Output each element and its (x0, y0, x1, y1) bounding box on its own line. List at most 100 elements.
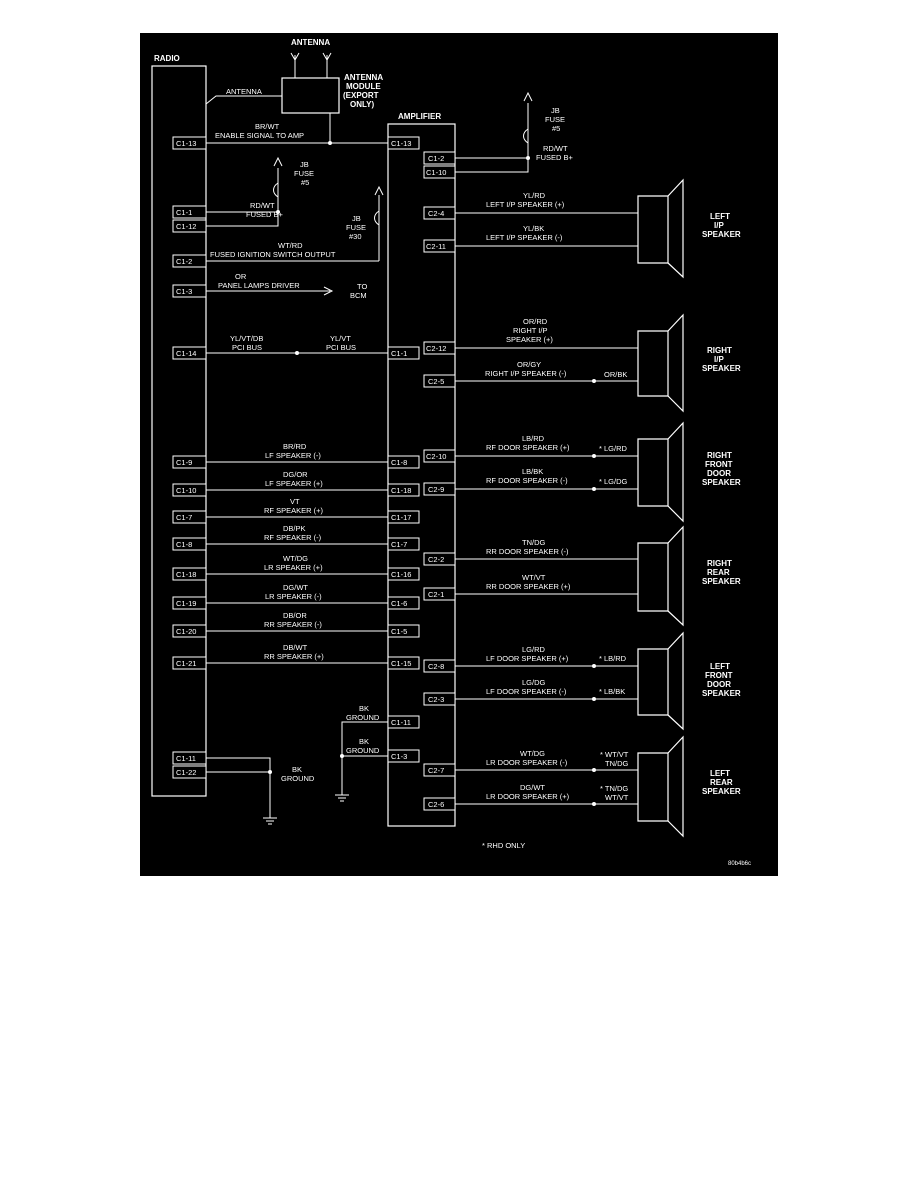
right-wire-desc-8: RR DOOR SPEAKER (-) (486, 547, 569, 556)
left-wire-desc-7: LF SPEAKER (-) (265, 451, 321, 460)
speaker-3-line-2: FRONT (705, 460, 733, 469)
rhd-label-4: * LB/RD (599, 654, 627, 663)
amp-right-connector-label-3: C2-4 (428, 209, 444, 218)
left-wire-color-1: BR/WT (255, 122, 280, 131)
radio-connector-label-2: C1-1 (176, 208, 192, 217)
rhd-label-3: * LG/DG (599, 477, 628, 486)
left-wire-desc-8: LF SPEAKER (+) (265, 479, 323, 488)
amp-left-connector-12 (387, 749, 420, 763)
right-wire-color-2: YL/RD (523, 191, 546, 200)
amp-left-connector-label-5: C1-17 (391, 513, 411, 522)
speaker-6-line-1: LEFT (710, 769, 730, 778)
fuse-30: JB FUSE #30 (346, 185, 384, 261)
left-wire-desc-4: PANEL LAMPS DRIVER (218, 281, 300, 290)
left-wire-color-17: BK (292, 765, 302, 774)
amp-right-connector-11 (423, 659, 456, 673)
antenna-wire-label: ANTENNA (226, 87, 262, 96)
rhd-label-2: * LG/RD (599, 444, 628, 453)
speaker-2-line-1: RIGHT (707, 346, 732, 355)
radio-connector-label-1: C1-13 (176, 139, 196, 148)
amp-left-connector-label-2: C1-1 (391, 349, 407, 358)
left-wire-color-2: RD/WT (250, 201, 275, 210)
left-wire-color-16: BK (359, 737, 369, 746)
amp-right-connector-label-10: C2-1 (428, 590, 444, 599)
left-wire-color-12: DG/WT (283, 583, 308, 592)
amp-right-connector-6 (423, 374, 456, 388)
right-wire-desc-7: RF DOOR SPEAKER (-) (486, 476, 568, 485)
right-wire-color-6: LB/RD (522, 434, 545, 443)
amp-left-connector-8 (387, 596, 420, 610)
left-wire-desc-17: GROUND (281, 774, 315, 783)
amp-left-connector-label-4: C1-18 (391, 486, 411, 495)
amp-left-connector-3 (387, 455, 420, 469)
amp-right-connector-label-13: C2-7 (428, 766, 444, 775)
speaker-4-line-1: RIGHT (707, 559, 732, 568)
antenna-module-box (281, 77, 340, 114)
left-wire-labels: BR/WT ENABLE SIGNAL TO AMP RD/WT FUSED B… (210, 122, 380, 783)
right-wire-color-11: LG/DG (522, 678, 546, 687)
left-wire-color-9: VT (290, 497, 300, 506)
amp-right-connector-label-12: C2-3 (428, 695, 444, 704)
speaker-labels: LEFT I/P SPEAKER RIGHT I/P SPEAKER RIGHT… (702, 212, 741, 796)
radio-connector-label-9: C1-7 (176, 513, 192, 522)
rhd-label-8: * TN/DG (600, 784, 628, 793)
amp-left-connector-label-7: C1-16 (391, 570, 411, 579)
amplifier-label: AMPLIFIER (398, 112, 441, 121)
speaker-6-line-2: REAR (710, 778, 733, 787)
radio-connector-9 (172, 510, 207, 524)
amp-left-connector-label-9: C1-5 (391, 627, 407, 636)
amp-right-connector-4 (423, 239, 456, 253)
right-wire-desc-1: FUSED B+ (536, 153, 574, 162)
radio-connector-10 (172, 537, 207, 551)
left-wire-color-10: DB/PK (283, 524, 306, 533)
radio-connector-14 (172, 656, 207, 670)
right-wire-desc-3: LEFT I/P SPEAKER (-) (486, 233, 563, 242)
radio-connector-label-5: C1-3 (176, 287, 192, 296)
amp-left-connector-label-1: C1-13 (391, 139, 411, 148)
left-wire-desc-12: LR SPEAKER (-) (265, 592, 322, 601)
radio-connector-13 (172, 624, 207, 638)
left-wire-desc-5: PCI BUS (232, 343, 262, 352)
radio-connector-label-11: C1-18 (176, 570, 196, 579)
wiring-diagram: RADIO AMPLIFIER ANTENNA ANTENNA MODULE (… (140, 33, 778, 876)
fuse-5-left: JB FUSE #5 (273, 156, 314, 214)
left-wire-color-8: DG/OR (283, 470, 308, 479)
speaker-3-line-1: RIGHT (707, 451, 732, 460)
left-wire-color-4: OR (235, 272, 247, 281)
fuse-30-line-1: JB (352, 214, 361, 223)
speaker-2-line-3: SPEAKER (702, 364, 741, 373)
radio-connector-1 (172, 136, 207, 150)
amp-left-connectors: C1-13 C1-1 C1-8 C1-18 C1-17 C1-7 C1-16 C… (387, 136, 420, 763)
fuse-30-line-2: FUSE (346, 223, 366, 232)
amp-left-connector-6 (387, 537, 420, 551)
speaker-3-line-4: SPEAKER (702, 478, 741, 487)
amp-left-connector-label-10: C1-15 (391, 659, 411, 668)
left-wire-color-13: DB/OR (283, 611, 307, 620)
right-wire-desc-9: RR DOOR SPEAKER (+) (486, 582, 571, 591)
speaker-symbols (637, 178, 684, 838)
amp-right-connector-12 (423, 692, 456, 706)
amp-left-connector-label-6: C1-7 (391, 540, 407, 549)
right-wire-desc-4b: SPEAKER (+) (506, 335, 553, 344)
amp-right-connector-label-8: C2-9 (428, 485, 444, 494)
radio-connector-3 (172, 219, 207, 233)
rhd-note: * RHD ONLY (482, 841, 525, 850)
speaker-4-line-2: REAR (707, 568, 730, 577)
radio-connectors: C1-13 C1-1 C1-12 C1-2 C1-3 C1-14 C1-9 C1… (172, 136, 207, 779)
amp-right-connector-label-11: C2-8 (428, 662, 444, 671)
speaker-6-line-3: SPEAKER (702, 787, 741, 796)
amp-right-connector-8 (423, 482, 456, 496)
amp-left-connector-11 (387, 715, 420, 729)
radio-connector-label-16: C1-22 (176, 768, 196, 777)
wiring-diagram-svg: RADIO AMPLIFIER ANTENNA ANTENNA MODULE (… (151, 38, 751, 867)
speaker-5-line-3: DOOR (707, 680, 731, 689)
radio-connector-4 (172, 254, 207, 268)
right-wire-color-4: OR/RD (523, 317, 548, 326)
radio-label: RADIO (154, 54, 180, 63)
radio-connector-15 (172, 751, 207, 765)
left-wire-color-15: BK (359, 704, 369, 713)
amp-left-connector-label-12: C1-3 (391, 752, 407, 761)
radio-connector-16 (172, 765, 207, 779)
amp-left-connector-label-8: C1-6 (391, 599, 407, 608)
fuse-left-line-3: #5 (301, 178, 309, 187)
